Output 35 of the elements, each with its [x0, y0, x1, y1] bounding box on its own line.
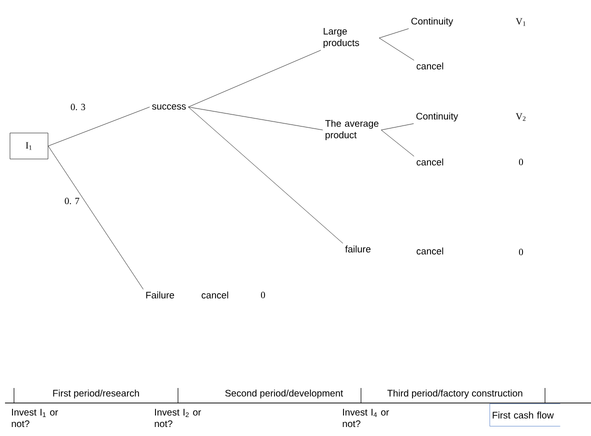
- outcome-text: The average product: [325, 120, 378, 140]
- period-label: Third period/factory construction: [387, 390, 522, 398]
- branch-line: [188, 106, 323, 130]
- value-label: V$_{2}$: [516, 113, 526, 121]
- value-label: 0: [519, 248, 524, 256]
- value-label: 0: [519, 158, 524, 166]
- probability-label: 0. 3: [70, 104, 86, 110]
- outcome-text: Failure: [146, 292, 174, 298]
- outcome-text: Large products: [324, 28, 360, 48]
- value-label: V$_{1}$: [516, 18, 526, 26]
- branch-line: [379, 28, 409, 38]
- outcome-text: cancel: [416, 248, 444, 254]
- decision-note: Invest I$_{4}$ or not?: [342, 408, 390, 428]
- period-label: First period/research: [53, 390, 139, 398]
- outcome-text: Continuity: [416, 112, 458, 122]
- outcome-text: success: [152, 104, 186, 110]
- outcome-text: cancel: [416, 158, 444, 166]
- branch-line: [379, 38, 414, 60]
- branch-line: [381, 130, 414, 156]
- probability-label: 0. 7: [64, 198, 80, 204]
- decision-note: Invest I$_{1}$ or not?: [12, 408, 58, 428]
- branch-line: [381, 123, 414, 130]
- outcome-text: Continuity: [411, 18, 454, 26]
- branch-line: [188, 106, 344, 244]
- outcome-text: cancel: [416, 62, 444, 70]
- decision-box: I$_{1}$: [10, 132, 48, 160]
- branch-line: [188, 50, 321, 108]
- value-label: 0: [261, 292, 266, 298]
- decision-note: Invest I$_{2}$ or not?: [154, 408, 201, 428]
- branch-line: [48, 106, 150, 146]
- outcome-text: failure: [345, 246, 371, 252]
- branch-line: [48, 146, 144, 290]
- cash-flow-box: First cash flow: [490, 404, 560, 426]
- period-label: Second period/development: [225, 390, 344, 398]
- outcome-text: cancel: [202, 292, 228, 298]
